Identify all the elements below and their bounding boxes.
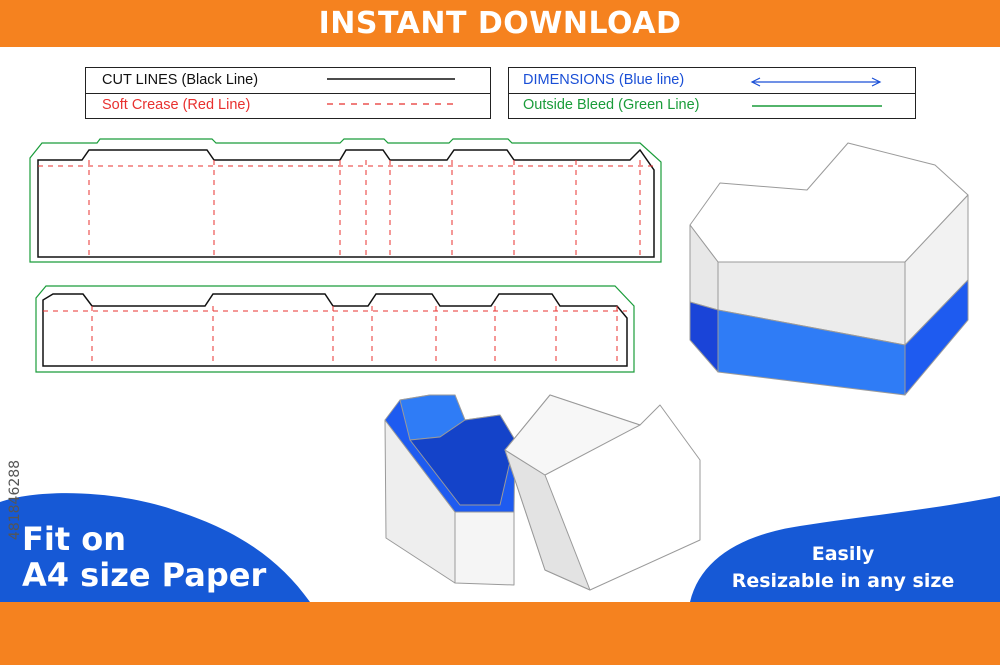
badge-right-line1: Easily [811,543,875,565]
legend-cut-label: CUT LINES (Black Line) [102,72,259,88]
footer-bar [0,602,1000,665]
heart-box-open [384,394,701,591]
legend-dimension-arrow [750,77,882,87]
legend-right: DIMENSIONS (Blue line) Outside Bleed (Gr… [508,67,916,119]
stock-id-text: 481846288 [7,459,23,541]
legend-dimensions-label: DIMENSIONS (Blue line) [523,72,685,88]
heart-box-closed [689,142,969,396]
legend-row-cut: CUT LINES (Black Line) [86,68,490,94]
badge-right-shape [690,496,1000,602]
dieline-strip-top [29,138,662,263]
header-bar [0,0,1000,47]
legend-row-crease: Soft Crease (Red Line) [86,93,490,118]
badge-left-line2: A4 size Paper [22,556,267,594]
badge-right-line2: Resizable in any size [731,570,955,592]
badge-right-text: Easily Resizable in any size [712,541,974,595]
legend-crease-label: Soft Crease (Red Line) [102,97,251,113]
badge-left-shape [0,493,310,602]
dieline-strip-bottom [35,285,635,373]
badge-left-line1: Fit on [22,520,127,558]
header-title: INSTANT DOWNLOAD [318,6,682,41]
legend-row-dimensions: DIMENSIONS (Blue line) [509,68,915,94]
badge-left-text: Fit on A4 size Paper [22,521,266,593]
legend-bleed-label: Outside Bleed (Green Line) [523,97,700,113]
legend-row-bleed: Outside Bleed (Green Line) [509,93,915,118]
legend-left: CUT LINES (Black Line) Soft Crease (Red … [85,67,491,119]
